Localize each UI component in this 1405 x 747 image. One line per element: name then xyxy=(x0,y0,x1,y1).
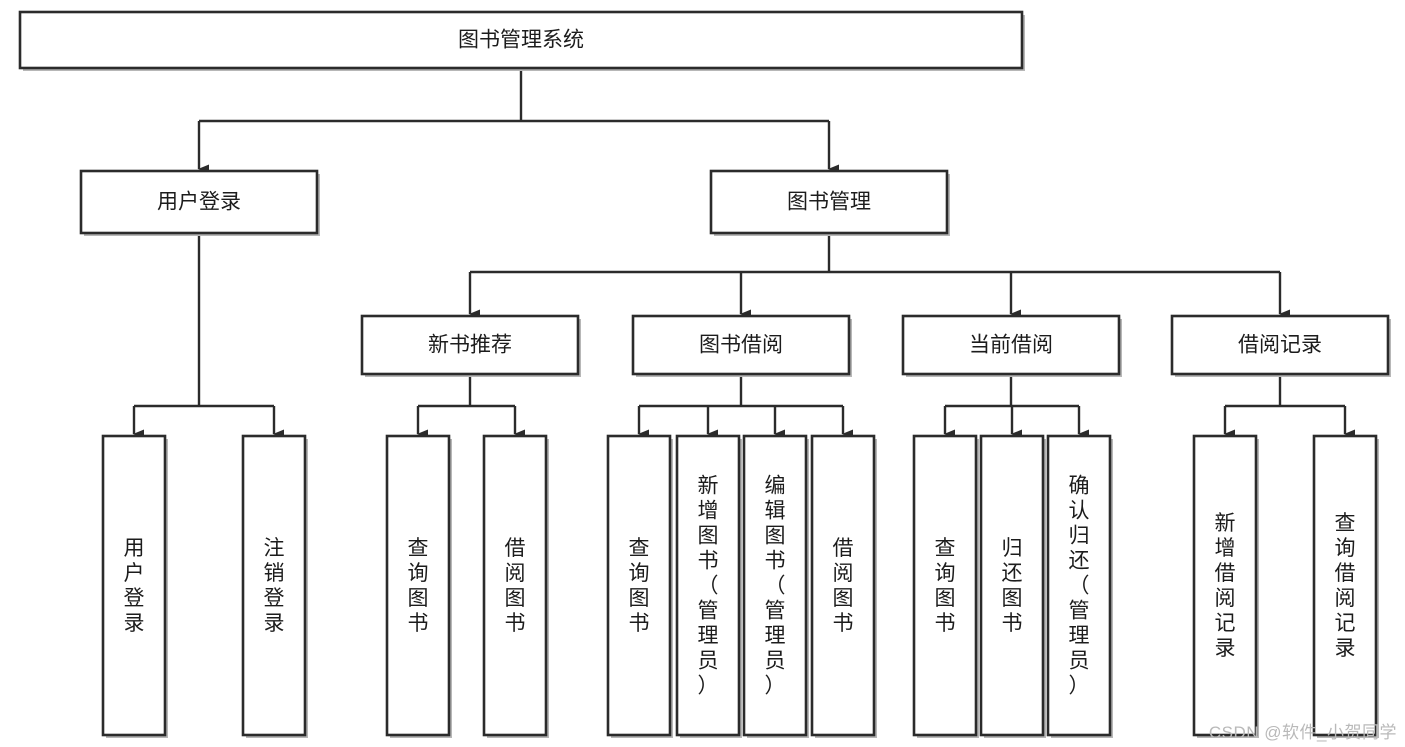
node-box[interactable] xyxy=(606,434,672,737)
nodes-layer: 图书管理系统用户登录图书管理新书推荐图书借阅当前借阅借阅记录用户登录注销登录查询… xyxy=(18,10,1391,738)
node-box[interactable] xyxy=(101,434,167,737)
node-label: 查询借阅记录 xyxy=(1335,512,1356,660)
node-leaf-user-login[interactable]: 用户登录 xyxy=(101,434,168,738)
node-box[interactable] xyxy=(709,169,949,235)
node-book-manage[interactable]: 图书管理 xyxy=(709,169,950,236)
node-label: 用户登录 xyxy=(157,191,241,214)
node-book-borrow[interactable]: 图书借阅 xyxy=(631,314,852,377)
node-leaf-logout[interactable]: 注销登录 xyxy=(241,434,308,738)
connector-group-current-borrow xyxy=(943,374,1089,439)
node-label: 注销登录 xyxy=(264,537,285,635)
node-label: 编辑图书（管理员） xyxy=(765,475,786,698)
node-label: 用户登录 xyxy=(124,537,145,635)
connector-group-book-borrow xyxy=(637,374,853,439)
node-box[interactable] xyxy=(1192,434,1258,737)
node-box[interactable] xyxy=(1046,434,1112,737)
node-leaf-query-book-1[interactable]: 查询图书 xyxy=(385,434,452,738)
node-leaf-add-record[interactable]: 新增借阅记录 xyxy=(1192,434,1259,738)
node-label: 查询图书 xyxy=(408,537,429,635)
node-label: 查询图书 xyxy=(935,537,956,635)
connector-group-new-book-rec xyxy=(416,374,525,439)
node-leaf-borrow-book-1[interactable]: 借阅图书 xyxy=(482,434,549,738)
node-label: 借阅图书 xyxy=(833,537,854,635)
node-label: 查询图书 xyxy=(629,537,650,635)
node-box[interactable] xyxy=(810,434,876,737)
connector-group-book-manage xyxy=(468,233,1290,319)
node-leaf-query-record[interactable]: 查询借阅记录 xyxy=(1312,434,1379,738)
node-new-book-rec[interactable]: 新书推荐 xyxy=(360,314,581,377)
node-label: 新增借阅记录 xyxy=(1215,512,1236,660)
node-user-login[interactable]: 用户登录 xyxy=(79,169,320,236)
node-label: 当前借阅 xyxy=(969,334,1053,357)
watermark-text: CSDN @软件_小贺同学 xyxy=(1208,723,1397,742)
node-leaf-borrow-book-2[interactable]: 借阅图书 xyxy=(810,434,877,738)
node-leaf-query-book-3[interactable]: 查询图书 xyxy=(912,434,979,738)
node-box[interactable] xyxy=(1312,434,1378,737)
connectors-layer xyxy=(132,68,1355,439)
node-box[interactable] xyxy=(742,434,808,737)
node-label: 借阅记录 xyxy=(1238,334,1322,357)
node-box[interactable] xyxy=(979,434,1045,737)
connector-group-user-login xyxy=(132,233,284,439)
node-box[interactable] xyxy=(241,434,307,737)
node-root[interactable]: 图书管理系统 xyxy=(18,10,1025,71)
node-label: 新增图书（管理员） xyxy=(698,475,719,698)
node-box[interactable] xyxy=(631,314,851,376)
node-current-borrow[interactable]: 当前借阅 xyxy=(901,314,1122,377)
node-label: 图书管理 xyxy=(787,191,871,214)
node-label: 新书推荐 xyxy=(428,334,512,357)
node-leaf-edit-book[interactable]: 编辑图书（管理员） xyxy=(742,434,809,738)
node-label: 图书管理系统 xyxy=(458,29,584,52)
node-box[interactable] xyxy=(1170,314,1390,376)
node-box[interactable] xyxy=(360,314,580,376)
node-borrow-record[interactable]: 借阅记录 xyxy=(1170,314,1391,377)
node-box[interactable] xyxy=(18,10,1024,70)
node-leaf-add-book[interactable]: 新增图书（管理员） xyxy=(675,434,742,738)
node-label: 图书借阅 xyxy=(699,334,783,357)
node-box[interactable] xyxy=(482,434,548,737)
node-leaf-confirm-return[interactable]: 确认归还（管理员） xyxy=(1046,434,1113,738)
node-box[interactable] xyxy=(675,434,741,737)
node-box[interactable] xyxy=(79,169,319,235)
node-label: 借阅图书 xyxy=(505,537,526,635)
node-leaf-query-book-2[interactable]: 查询图书 xyxy=(606,434,673,738)
node-box[interactable] xyxy=(901,314,1121,376)
connector-group-root xyxy=(197,68,839,174)
node-label: 确认归还（管理员） xyxy=(1069,475,1090,698)
node-box[interactable] xyxy=(912,434,978,737)
node-leaf-return-book[interactable]: 归还图书 xyxy=(979,434,1046,738)
node-label: 归还图书 xyxy=(1002,537,1023,635)
connector-group-borrow-record xyxy=(1223,374,1355,439)
node-box[interactable] xyxy=(385,434,451,737)
